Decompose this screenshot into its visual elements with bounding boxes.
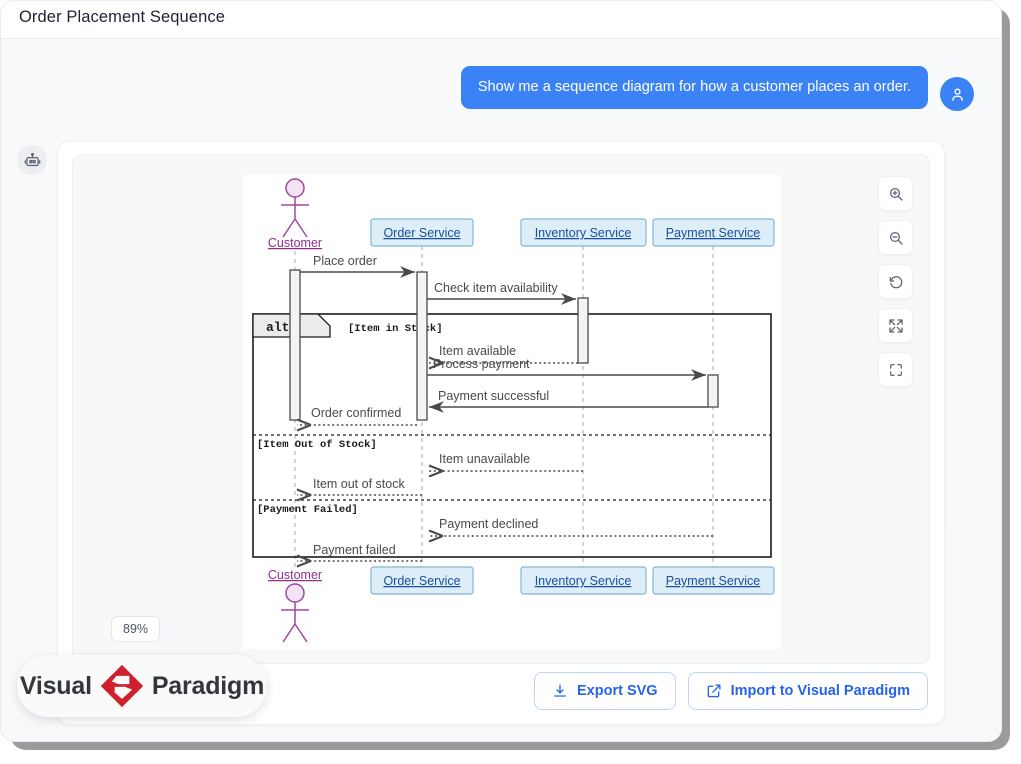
message-label: Item unavailable xyxy=(439,452,530,466)
watermark-word-one: Visual xyxy=(19,671,92,700)
magnifier-minus-icon xyxy=(889,231,903,245)
fragment-guard: [Item in Stock] xyxy=(348,323,443,335)
message-label: Item available xyxy=(439,344,516,358)
message-item-available: Item available xyxy=(429,344,578,363)
export-svg-button[interactable]: Export SVG xyxy=(534,672,676,710)
watermark-word-two: Paradigm xyxy=(151,671,265,700)
message-order-confirmed: Order confirmed xyxy=(297,406,417,425)
title-bar: Order Placement Sequence xyxy=(1,1,1001,39)
export-svg-label: Export SVG xyxy=(577,683,658,699)
diagram-controls xyxy=(878,176,913,387)
message-place-order: Place order xyxy=(300,254,415,278)
user-message-bubble: Show me a sequence diagram for how a cus… xyxy=(460,66,928,109)
message-label: Order confirmed xyxy=(311,406,401,420)
lifeline-label: Order Service xyxy=(383,574,460,588)
zoom-out-button[interactable] xyxy=(878,220,913,255)
diagram-canvas[interactable]: Customer Order Service Inventory Service xyxy=(243,175,781,649)
robot-icon xyxy=(24,152,40,166)
lifeline-label: Payment Service xyxy=(666,574,761,588)
lifeline-head-payment-service: Payment Service xyxy=(652,218,775,247)
message-label: Payment successful xyxy=(438,389,549,403)
message-payment-failed: Payment failed xyxy=(297,543,422,561)
person-icon xyxy=(951,88,963,101)
lifeline-label: Customer xyxy=(268,236,322,250)
fit-screen-button[interactable] xyxy=(878,308,913,343)
user-avatar xyxy=(940,77,974,111)
rotate-ccw-icon xyxy=(889,275,902,288)
lifeline-label: Inventory Service xyxy=(535,226,632,240)
lifeline-head-customer: Customer xyxy=(268,178,322,250)
fullscreen-button[interactable] xyxy=(878,352,913,387)
fullscreen-corners-icon xyxy=(889,363,902,376)
zoom-level-badge: 89% xyxy=(111,616,161,642)
message-payment-successful: Payment successful xyxy=(429,389,708,413)
download-icon xyxy=(554,684,566,697)
diagram-panel[interactable]: Customer Order Service Inventory Service xyxy=(72,154,930,664)
lifeline-label: Payment Service xyxy=(666,226,761,240)
answer-card: Customer Order Service Inventory Service xyxy=(57,141,945,725)
visual-paradigm-watermark: Visual Paradigm xyxy=(17,655,267,717)
lifeline-foot-order-service: Order Service xyxy=(370,566,474,595)
import-to-visual-paradigm-button[interactable]: Import to Visual Paradigm xyxy=(687,672,928,710)
message-payment-declined: Payment declined xyxy=(429,517,713,536)
message-label: Payment declined xyxy=(439,517,538,531)
message-label: Payment failed xyxy=(313,543,396,557)
fragment-guard: [Item Out of Stock] xyxy=(257,439,377,451)
message-check-item-availability: Check item availability xyxy=(427,281,576,305)
bot-avatar xyxy=(17,145,47,175)
lifeline-foot-inventory-service: Inventory Service xyxy=(520,566,647,595)
magnifier-plus-icon xyxy=(889,187,903,201)
message-process-payment: Process payment xyxy=(427,357,706,381)
lifeline-head-order-service: Order Service xyxy=(370,218,474,247)
visual-paradigm-diamond-logo xyxy=(100,664,143,708)
message-item-unavailable: Item unavailable xyxy=(429,452,583,471)
arrows-out-icon xyxy=(888,318,903,333)
application-window: Order Placement Sequence Show me a seque… xyxy=(0,0,1002,742)
message-label: Check item availability xyxy=(434,281,558,295)
user-message-row: Show me a sequence diagram for how a cus… xyxy=(460,66,974,111)
page-title: Order Placement Sequence xyxy=(19,8,226,26)
lifeline-label: Inventory Service xyxy=(535,574,632,588)
alt-fragment: alt [Item in Stock] [Item Out of Stock] … xyxy=(252,313,772,558)
import-label: Import to Visual Paradigm xyxy=(730,683,910,699)
content-area: Show me a sequence diagram for how a cus… xyxy=(1,39,1001,741)
external-link-icon xyxy=(707,684,721,698)
sequence-diagram: Customer Order Service Inventory Service xyxy=(252,178,775,643)
lifeline-label: Order Service xyxy=(383,226,460,240)
lifeline-head-inventory-service: Inventory Service xyxy=(520,218,647,247)
lifeline-foot-payment-service: Payment Service xyxy=(652,566,775,595)
lifeline-foot-customer: Customer xyxy=(268,568,322,643)
message-label: Process payment xyxy=(433,357,530,371)
card-footer: Export SVG Import to Visual Paradigm xyxy=(534,672,928,710)
message-item-out-of-stock: Item out of stock xyxy=(297,477,422,495)
fragment-operator: alt xyxy=(266,320,289,335)
fragment-guard: [Payment Failed] xyxy=(257,504,358,516)
lifeline-label: Customer xyxy=(268,568,322,582)
zoom-in-button[interactable] xyxy=(878,176,913,211)
activation-bars xyxy=(289,269,719,421)
reset-button[interactable] xyxy=(878,264,913,299)
message-label: Place order xyxy=(313,254,377,268)
message-label: Item out of stock xyxy=(313,477,405,491)
